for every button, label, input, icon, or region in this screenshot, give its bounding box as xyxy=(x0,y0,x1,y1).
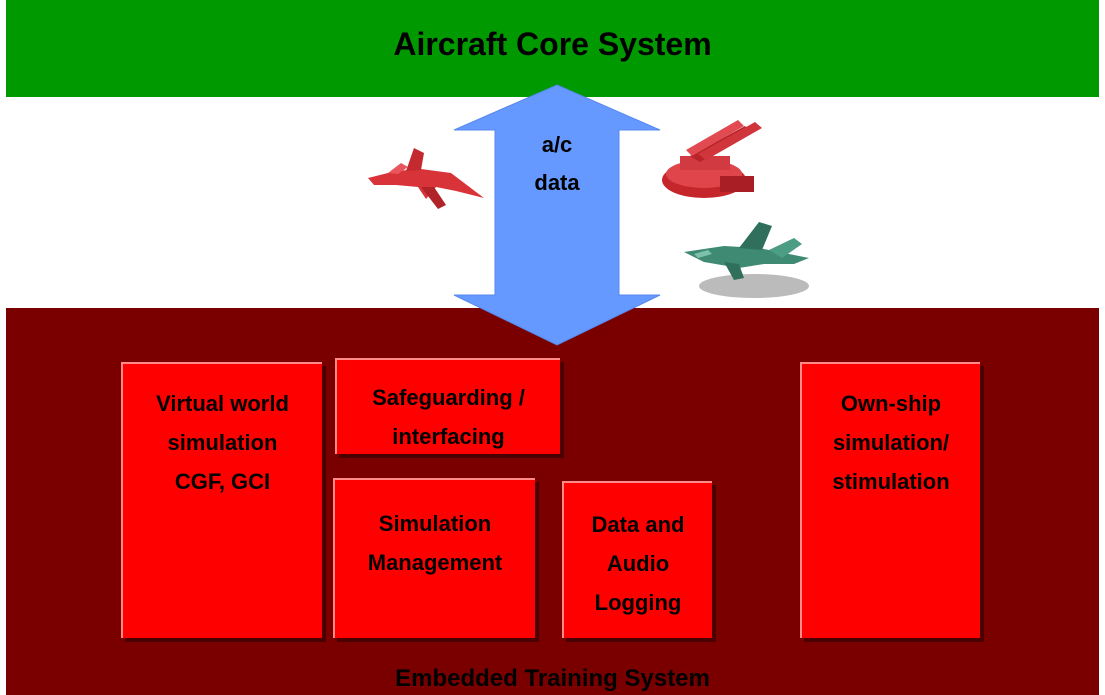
safeguarding-line2: interfacing xyxy=(392,424,505,449)
arrow-label-line2: data xyxy=(534,170,580,195)
ownship-line1: Own-ship xyxy=(840,391,942,416)
arrow-label: a/c data xyxy=(507,126,607,202)
virtual-world-line1: Virtual world xyxy=(156,391,289,416)
aircraft-core-system-bar: Aircraft Core System xyxy=(6,0,1099,97)
embedded-training-system-title: Embedded Training System xyxy=(395,665,710,692)
logging-line2: Audio xyxy=(606,551,670,576)
simulation-management-line2: Management xyxy=(367,550,503,575)
virtual-world-line2: simulation xyxy=(167,430,278,455)
simulation-management-line1: Simulation xyxy=(378,511,492,536)
arrow-label-line1: a/c xyxy=(541,132,573,157)
virtual-world-line3: CGF, GCI xyxy=(174,469,271,494)
ownship-line2: simulation/ xyxy=(832,430,950,455)
safeguarding-line1: Safeguarding / xyxy=(372,385,525,410)
logging-line1: Data and xyxy=(591,512,685,537)
ownship-simulation-box: Own-ship simulation/ stimulation xyxy=(800,362,980,638)
green-jet-icon xyxy=(684,222,809,298)
aircraft-core-system-title: Aircraft Core System xyxy=(393,26,712,62)
red-jet-icon xyxy=(368,148,484,209)
simulation-management-box: Simulation Management xyxy=(333,478,535,638)
data-audio-logging-box: Data and Audio Logging xyxy=(562,481,712,638)
safeguarding-interfacing-box: Safeguarding / interfacing xyxy=(335,358,560,454)
logging-line3: Logging xyxy=(594,590,682,615)
missile-launcher-icon xyxy=(662,120,762,198)
ownship-line3: stimulation xyxy=(832,469,950,494)
virtual-world-simulation-box: Virtual world simulation CGF, GCI xyxy=(121,362,322,638)
